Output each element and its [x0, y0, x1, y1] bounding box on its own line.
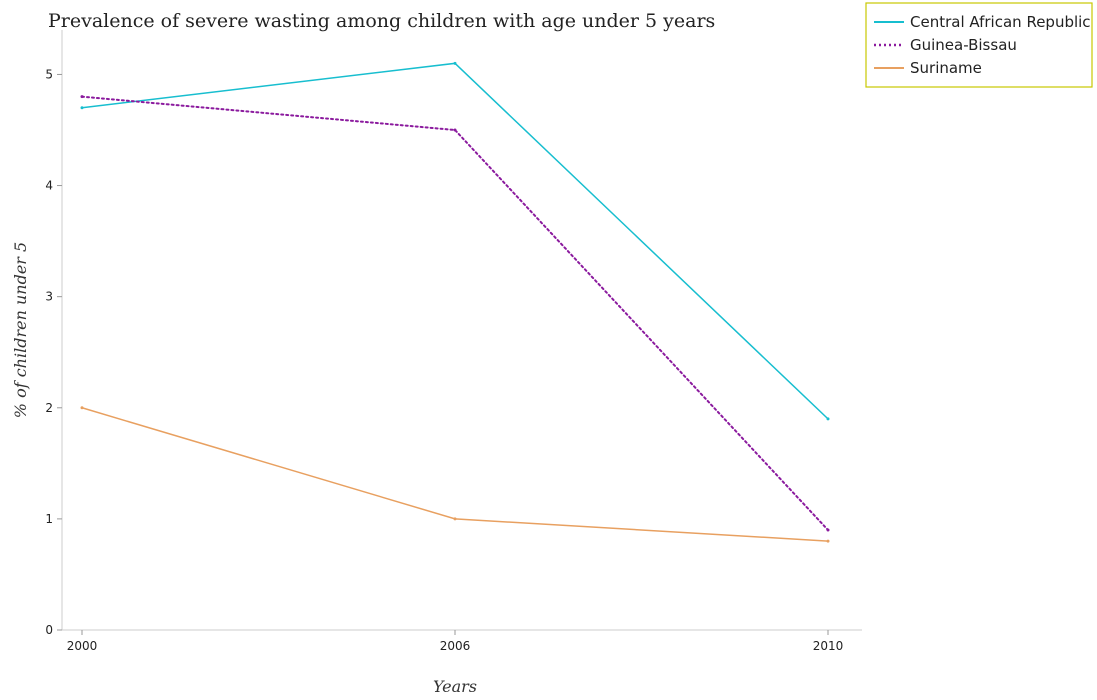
y-ticks: 0 1 2 3 4 5 [45, 67, 62, 637]
legend-items: Central African RepublicGuinea-BissauSur… [874, 13, 1091, 77]
x-tick-label: 2000 [67, 639, 98, 653]
series-point [826, 539, 830, 543]
x-axis-title: Years [433, 677, 477, 696]
y-tick-label: 4 [45, 179, 53, 193]
series-point [80, 406, 84, 410]
series-point [80, 95, 84, 99]
y-tick-label: 2 [45, 401, 53, 415]
series-point [453, 517, 457, 521]
y-tick-label: 1 [45, 512, 53, 526]
y-tick-label: 3 [45, 290, 53, 304]
legend-label: Central African Republic [910, 13, 1091, 31]
x-ticks: 2000 2006 2010 [67, 630, 844, 653]
series-point [826, 417, 830, 421]
x-tick-label: 2010 [813, 639, 844, 653]
series-point [453, 128, 457, 132]
axes [61, 30, 862, 631]
x-tick-label: 2006 [440, 639, 471, 653]
legend-label: Guinea-Bissau [910, 36, 1017, 54]
series-point [826, 528, 830, 532]
y-axis-title: % of children under 5 [11, 242, 30, 418]
y-tick-label: 0 [45, 623, 53, 637]
legend: Central African RepublicGuinea-BissauSur… [865, 2, 1093, 88]
series-point [453, 61, 457, 65]
legend-box [865, 2, 1093, 88]
series-point [80, 106, 84, 110]
series-layer [80, 61, 830, 543]
legend-label: Suriname [910, 59, 982, 77]
y-tick-label: 5 [45, 67, 53, 81]
chart-title: Prevalence of severe wasting among child… [48, 10, 715, 32]
